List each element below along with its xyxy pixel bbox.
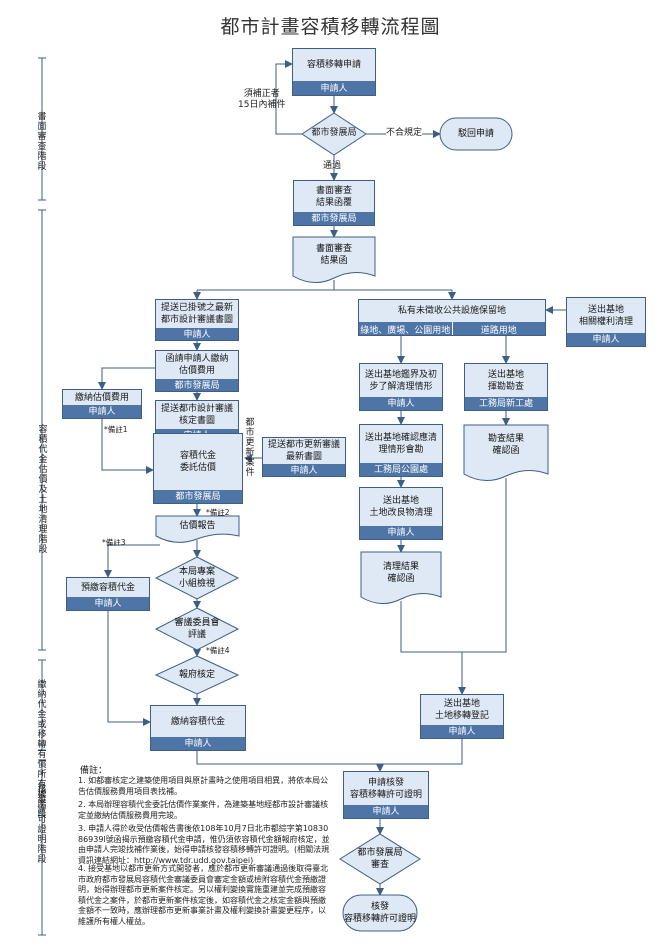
node-renewal-design-actor: 申請人 [263, 464, 345, 476]
note-marker-2: *備註2 [206, 508, 230, 517]
node-apply-actor: 申請人 [293, 81, 375, 95]
node-appraisal-doc: 估價報告 [179, 521, 216, 531]
node-confirm-clear: 送出基地確認應清 理情形會勘 工務局公園處 [359, 424, 443, 477]
node-improve-clear: 送出基地 土地改良物清理 申請人 [359, 487, 443, 540]
phase-label-permit: 核發許可證明階段 [37, 785, 47, 865]
note-marker-4: *備註4 [206, 646, 230, 655]
phase-label-review: 書面審查階段 [37, 112, 47, 172]
node-review-actor: 都市發展局 [294, 212, 374, 225]
node-renewal-design-label: 提送都市更新審議 最新書圖 [263, 438, 345, 464]
note-item-2: 2. 本局辦理容積代金委託估價作業案件，為建築基地經都市設計審議核定並繳納估價服… [78, 800, 329, 820]
node-reject: 駁回申請 [457, 129, 494, 139]
node-rights-clear-actor: 申請人 [567, 333, 645, 346]
note-marker-3: *備註3 [102, 538, 126, 547]
node-review-label: 書面審查 結果函覆 [294, 181, 374, 212]
note-item-4: 4. 接受基地以都市更新方式開發者，應於都市更新審議通過後取得臺北市政府都市發展… [78, 864, 329, 926]
page-title: 都市計畫容積移轉流程圖 [220, 16, 441, 38]
node-pay-fee-label: 繳納估價費用 [63, 390, 141, 405]
node-design-approval-label: 提送都市設計審議 核定書圖 [156, 401, 238, 429]
node-clear-result: 清理結果 確認函 [382, 562, 419, 584]
node-bureau-decision: 都市發展局 [311, 128, 357, 138]
label-noncompliant: 不合規定 [386, 128, 423, 139]
node-confirm-clear-actor: 工務局公園處 [360, 463, 442, 476]
node-donate-label: 送出基地 土地移轉登記 [421, 695, 503, 725]
label-pass: 通過 [323, 161, 342, 171]
label-supplement: 須補正者 15日內補件 [238, 89, 286, 110]
node-road-survey-label: 送出基地 揮勘勘查 [465, 364, 547, 397]
node-letter-fee-label: 函請申請人繳納 估價費用 [156, 351, 238, 379]
node-apply-label: 容積移轉申請 [293, 49, 375, 81]
node-committee: 審議委員會 評議 [174, 618, 220, 640]
node-road-survey: 送出基地 揮勘勘查 工務局新工處 [464, 363, 548, 411]
node-boundary-actor: 申請人 [360, 397, 442, 410]
phase-label-payment: 繳納代金或移轉有償所有權階段 [22, 680, 62, 820]
node-review: 書面審查 結果函覆 都市發展局 [293, 180, 375, 226]
notes-title: 備註： [80, 766, 108, 776]
node-improve-clear-actor: 申請人 [360, 526, 442, 539]
node-confirm-clear-label: 送出基地確認應清 理情形會勘 [360, 425, 442, 463]
node-public-land-road: 道路用地 [452, 322, 545, 335]
node-submit-design: 提送已掛號之最新 都市設計審議書圖 申請人 [155, 299, 239, 341]
node-donate-actor: 申請人 [421, 725, 503, 738]
node-panel: 本局專案 小組檢視 [178, 567, 215, 589]
node-survey-result: 勘查結果 確認函 [487, 434, 524, 456]
node-letter-fee: 函請申請人繳納 估價費用 都市發展局 [155, 350, 239, 392]
node-pay-fee: 繳納估價費用 申請人 [62, 389, 142, 419]
node-road-survey-actor: 工務局新工處 [465, 397, 547, 410]
node-pay-fee-actor: 申請人 [63, 405, 141, 418]
node-gov-approve: 報府核定 [178, 670, 215, 680]
node-rights-clear: 送出基地 相關權利清理 申請人 [566, 297, 646, 347]
node-public-land: 私有未徵收公共設施保留地 綠地、廣場、公園用地 道路用地 [358, 299, 546, 336]
node-rights-clear-label: 送出基地 相關權利清理 [567, 298, 645, 333]
node-issue: 核發 容積移轉許可證明 [343, 902, 416, 924]
node-public-land-label: 私有未徵收公共設施保留地 [359, 300, 545, 322]
node-renewal-design: 提送都市更新審議 最新書圖 申請人 [262, 437, 346, 477]
node-commission-actor: 都市發展局 [154, 490, 242, 503]
phase-label-appraisal-text: 容積代金估價及土地清理階段 [38, 425, 48, 555]
node-pay-bonus-label: 繳納容積代金 [151, 706, 245, 737]
node-public-land-park: 綠地、廣場、公園用地 [359, 322, 453, 335]
note-item-1: 1. 如都審核定之建築使用項目與原計畫時之使用項目相異，將依本局公告估價服務費用… [78, 776, 329, 796]
node-submit-design-label: 提送已掛號之最新 都市設計審議書圖 [156, 300, 238, 328]
node-prepay: 預繳容積代金 申請人 [66, 577, 150, 611]
node-pay-bonus-actor: 申請人 [151, 737, 245, 750]
label-renewal-case: 都市更新案件 [245, 418, 255, 478]
node-apply: 容積移轉申請 申請人 [292, 48, 376, 96]
phase-label-payment-text: 繳納代金或移轉有償所有權階段 [37, 680, 47, 820]
node-apply-permit-actor: 申請人 [344, 805, 428, 818]
node-prepay-label: 預繳容積代金 [67, 578, 149, 597]
node-boundary-label: 送出基地鑑界及初 步了解清理情形 [360, 364, 442, 397]
node-boundary: 送出基地鑑界及初 步了解清理情形 申請人 [359, 363, 443, 411]
node-apply-permit: 申請核發 容積移轉許可證明 申請人 [343, 771, 429, 819]
node-review-doc: 書面審查 結果函 [315, 244, 352, 266]
node-bureau-review: 都市發展局 審查 [357, 848, 403, 870]
node-letter-fee-actor: 都市發展局 [156, 379, 238, 391]
note-marker-1: *備註1 [104, 425, 128, 434]
node-commission-label: 容積代金 委託估價 [154, 434, 242, 490]
phase-label-appraisal: 容積代金估價及土地清理階段 [33, 425, 53, 555]
node-apply-permit-label: 申請核發 容積移轉許可證明 [344, 772, 428, 805]
node-prepay-actor: 申請人 [67, 597, 149, 610]
node-pay-bonus: 繳納容積代金 申請人 [150, 705, 246, 751]
note-item-3: 3. 申請人得於收受估價報告書後依108年10月7日北市都綜字第10830869… [78, 824, 330, 865]
node-improve-clear-label: 送出基地 土地改良物清理 [360, 488, 442, 526]
node-submit-design-actor: 申請人 [156, 328, 238, 340]
node-donate: 送出基地 土地移轉登記 申請人 [420, 694, 504, 739]
node-commission: 容積代金 委託估價 都市發展局 [153, 433, 243, 504]
